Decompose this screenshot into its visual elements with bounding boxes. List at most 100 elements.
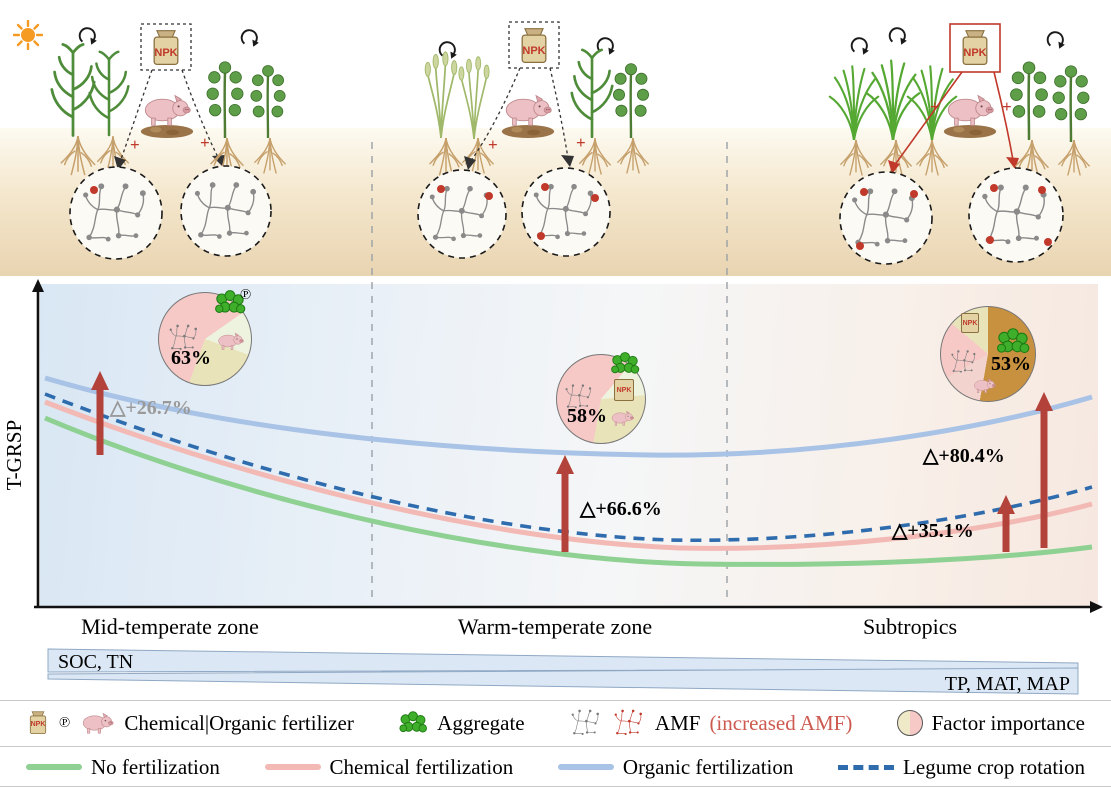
y-axis-label: T-GRSP [2, 419, 26, 491]
npk-bag-label: NPK [616, 386, 632, 394]
crop-rotation-icon [240, 29, 260, 48]
legend-row-series: No fertilization Chemical fertilization … [0, 748, 1111, 786]
delta-mid-temperate: △+26.7% [110, 397, 192, 419]
legume-rotation-swatch [838, 764, 895, 770]
gradient-left-label: SOC, TN [58, 651, 133, 673]
corn-plants [50, 42, 130, 137]
organic-fertilization-swatch [557, 764, 614, 770]
delta-subtropics-legume: △+35.1% [892, 520, 974, 542]
legend-row-icons: NPK ℗ Chemical|Organic fertilizer Aggreg… [0, 702, 1111, 744]
factor-importance-pie-mid: 63% [158, 292, 252, 386]
curve-legume-rotation [44, 392, 1093, 543]
fertilizer-box [508, 21, 560, 69]
plus-sign: + [200, 133, 210, 152]
legend-legume-rotation: Legume crop rotation [838, 755, 1085, 780]
legend-organic-fertilization: Organic fertilization [557, 754, 794, 780]
increased-amf-network-icon [612, 706, 646, 740]
soybean-plants [205, 60, 287, 138]
plus-sign: + [930, 97, 940, 116]
legend-aggregate: Aggregate [398, 710, 525, 736]
crop-rotation-icon [596, 37, 616, 56]
factor-importance-pie-warm: NPK 58% [556, 354, 646, 444]
factor-importance-icon [896, 710, 923, 736]
wedge-tp-mat-map [47, 667, 1079, 695]
no-fertilization-swatch [26, 764, 82, 770]
fertilizer-to-amf-arrows [464, 67, 574, 170]
increase-arrows [91, 371, 1053, 552]
curve-chemical-fertilization [44, 399, 1093, 551]
pig-icon [947, 95, 994, 126]
axes [32, 279, 1103, 613]
plant-roots [578, 138, 649, 175]
increased-amf-nodes [856, 188, 918, 250]
delta-warm-temperate: △+66.6% [580, 498, 662, 520]
legend-fertilizer-label: Chemical|Organic fertilizer [124, 710, 354, 735]
chemical-fertilization-swatch [264, 764, 321, 770]
curve-no-fertilization [44, 415, 1093, 567]
zone-label-mid-temperate: Mid-temperate zone [81, 614, 259, 639]
legend-chemical-fertilization: Chemical fertilization [264, 754, 514, 780]
legend-aggregate-label: Aggregate [437, 710, 525, 735]
increased-amf-nodes [986, 184, 1052, 246]
trend-curves [44, 375, 1093, 567]
legend-amf: AMF (increased AMF) [569, 706, 852, 740]
phosphorus-symbol: ℗ [240, 287, 252, 303]
zone-label-subtropics: Subtropics [862, 614, 958, 639]
legend-increased-amf-label: (increased AMF) [709, 710, 853, 735]
npk-bag-label: NPK [963, 47, 986, 59]
pig-icon [144, 95, 191, 126]
phosphorus-symbol: ℗ [59, 714, 71, 731]
npk-bag-label: NPK [30, 721, 46, 728]
aggregate-icon [398, 710, 428, 736]
gradient-right-label: TP, MAT, MAP [945, 673, 1070, 695]
legend-no-fertilization: No fertilization [26, 755, 220, 780]
fertilizer-box [140, 23, 192, 71]
delta-subtropics-organic: △+80.4% [923, 445, 1005, 467]
crop-rotation-icon [888, 27, 908, 46]
npk-bag-icon: NPK [26, 710, 50, 736]
amf-community-circle [180, 165, 272, 257]
soybean-plants [1009, 60, 1091, 142]
legend-legume-rotation-label: Legume crop rotation [903, 754, 1085, 779]
plant-roots [429, 138, 494, 176]
plus-sign: + [130, 135, 140, 154]
increased-amf-node [90, 186, 98, 194]
factor-importance-value: 58% [567, 405, 607, 427]
fertilizer-to-amf-arrows [114, 69, 225, 170]
crop-rotation-icon [1046, 31, 1066, 50]
legend-organic-fertilization-label: Organic fertilization [622, 754, 794, 779]
manure-mound-icon [501, 124, 555, 139]
legend-factor-importance: Factor importance [896, 710, 1085, 736]
zone-warm-temperate-illustration: NPK + + [417, 21, 650, 259]
curve-organic-fertilization [44, 375, 1093, 458]
pig-icon [971, 377, 997, 394]
pig-icon [215, 331, 245, 351]
aggregate-icon [609, 351, 641, 377]
legend-factor-label: Factor importance [931, 710, 1085, 735]
manure-mound-icon [140, 124, 194, 139]
zone-separators [371, 142, 728, 604]
crop-rotation-icon [78, 27, 98, 46]
legend-divider [0, 786, 1111, 787]
amf-network-icon [569, 706, 603, 740]
factor-importance-value: 63% [171, 347, 211, 369]
increased-amf-nodes [437, 185, 493, 200]
fertilizer-box [949, 23, 1001, 73]
legend-chemical-fertilization-label: Chemical fertilization [329, 754, 514, 779]
plus-sign: + [576, 133, 586, 152]
npk-bag-icon: NPK [961, 313, 979, 333]
crop-rotation-icon [850, 37, 870, 56]
increased-amf-nodes [537, 183, 599, 240]
legend-fertilizer: NPK ℗ Chemical|Organic fertilizer [26, 710, 354, 736]
npk-bag-icon: NPK [614, 379, 634, 401]
zone-label-warm-temperate: Warm-temperate zone [457, 614, 653, 639]
manure-mound-icon [943, 124, 997, 139]
amf-network-icon [949, 347, 979, 377]
legend-no-fertilization-label: No fertilization [91, 754, 220, 779]
legend-divider [0, 746, 1111, 747]
pig-icon [505, 95, 552, 126]
pig-icon [79, 711, 115, 735]
factor-importance-value: 53% [991, 353, 1031, 375]
